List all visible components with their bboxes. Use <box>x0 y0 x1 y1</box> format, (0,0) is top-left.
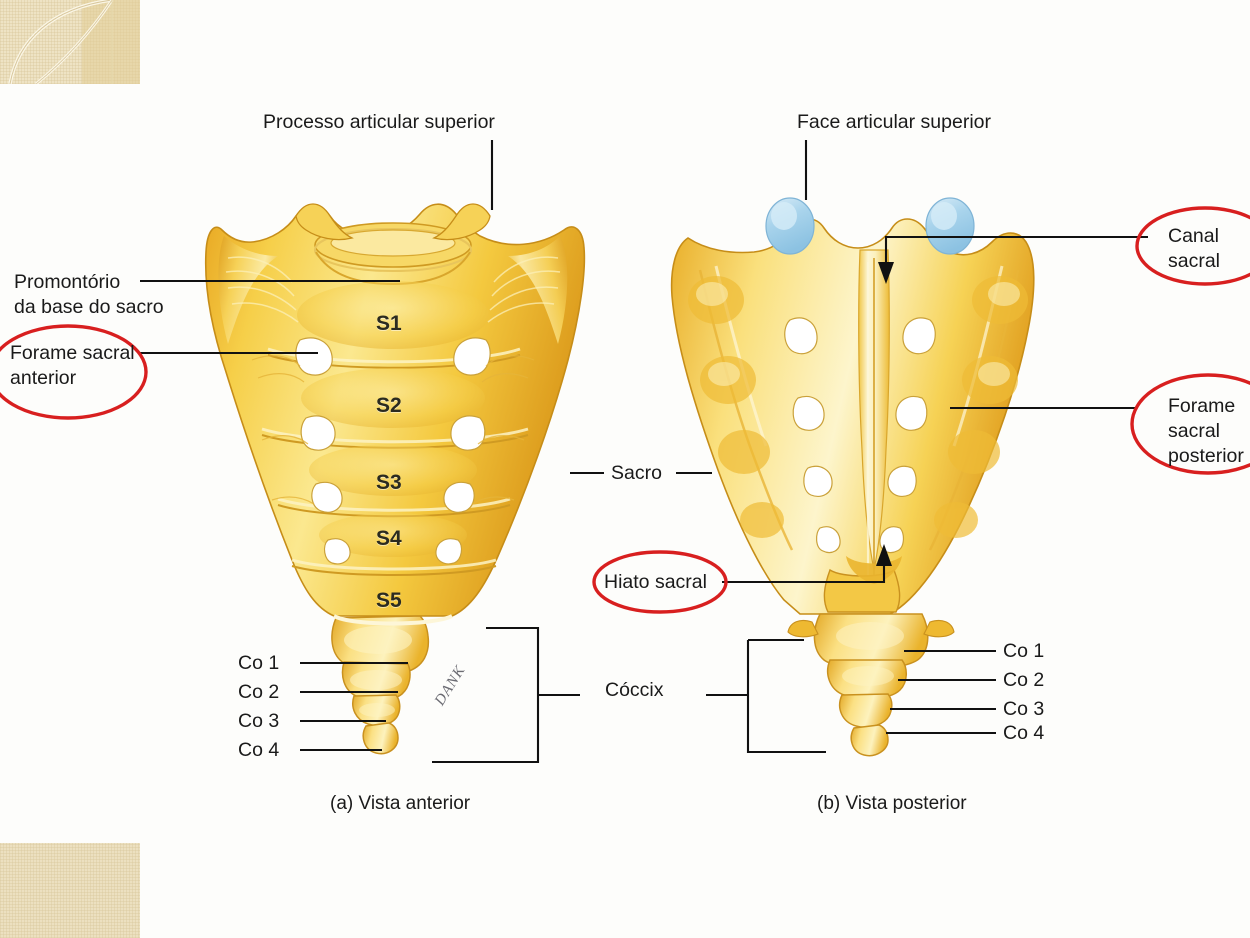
label-promontorio-line2: da base do sacro <box>14 296 164 318</box>
label-forame-sacral-anterior-line1: Forame sacral <box>10 342 135 364</box>
vertebra-label-s1: S1 <box>376 312 402 335</box>
label-forame-sacral-posterior-line1: Forame <box>1168 395 1236 417</box>
label-sacro: Sacro <box>611 462 662 484</box>
vertebra-label-s3: S3 <box>376 471 402 494</box>
label-canal-sacral-line1: Canal <box>1168 225 1219 247</box>
posterior-sacrum-illustration <box>670 197 1035 757</box>
coccyx-label-posterior-co2: Co 2 <box>1003 669 1045 691</box>
vertebra-label-s5: S5 <box>376 589 402 612</box>
label-processo-articular-superior: Processo articular superior <box>263 111 495 133</box>
label-forame-sacral-anterior-line2: anterior <box>10 367 77 389</box>
posterior-sacral-foramina <box>784 317 936 554</box>
posterior-coccyx <box>787 613 955 757</box>
corner-ornament-top-left <box>0 0 140 84</box>
vertebra-label-s2: S2 <box>376 394 402 417</box>
vertebra-label-s4: S4 <box>376 527 402 550</box>
label-canal-sacral-line2: sacral <box>1168 250 1221 272</box>
label-promontorio-line1: Promontório <box>14 271 121 293</box>
label-forame-sacral-posterior-line3: posterior <box>1168 445 1244 467</box>
anterior-coccyx <box>331 614 453 755</box>
corner-shade <box>82 0 140 84</box>
anterior-sacral-foramina <box>295 337 491 565</box>
coccyx-label-anterior-co1: Co 1 <box>238 652 280 674</box>
coccyx-label-posterior-co4: Co 4 <box>1003 722 1045 744</box>
panel-caption-posterior: (b) Vista posterior <box>817 793 967 814</box>
superior-articular-facets <box>765 197 975 255</box>
coccyx-label-anterior-co2: Co 2 <box>238 681 280 703</box>
leader-lines <box>140 140 1148 764</box>
coccyx-label-anterior-co3: Co 3 <box>238 710 280 732</box>
label-forame-sacral-posterior-line2: sacral <box>1168 420 1221 442</box>
coccyx-label-posterior-co1: Co 1 <box>1003 640 1045 662</box>
label-hiato-sacral: Hiato sacral <box>604 571 707 593</box>
corner-ornament-bottom-left <box>0 843 140 938</box>
corner-leaf-icon <box>8 0 114 84</box>
label-face-articular-superior: Face articular superior <box>797 111 991 133</box>
anterior-sacrum-body <box>204 203 586 617</box>
label-coccix: Cóccix <box>605 679 664 701</box>
red-annotation-ellipses <box>0 206 1250 614</box>
coccyx-label-posterior-co3: Co 3 <box>1003 698 1045 720</box>
coccyx-label-anterior-co4: Co 4 <box>238 739 280 761</box>
panel-caption-anterior: (a) Vista anterior <box>330 793 471 814</box>
